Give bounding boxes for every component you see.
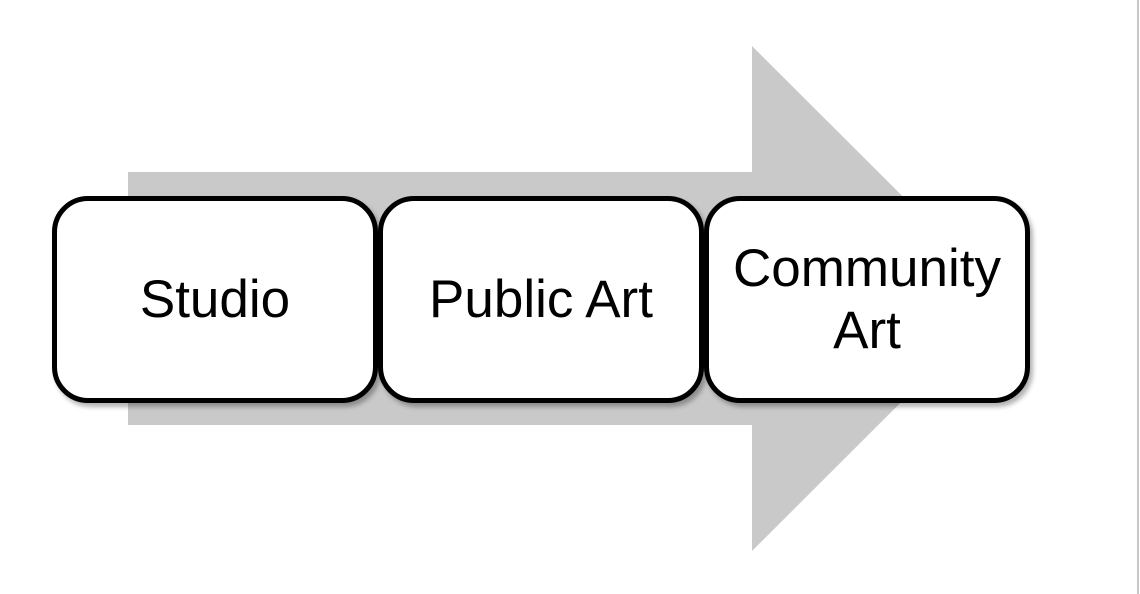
step-label: Public Art — [429, 269, 653, 329]
step-label: Studio — [139, 269, 291, 329]
slide-right-edge-line — [1137, 0, 1139, 594]
step-box-studio: Studio — [52, 196, 378, 403]
step-box-community-art: Community Art — [704, 196, 1030, 403]
step-label: Community Art — [732, 239, 1001, 360]
step-box-public-art: Public Art — [378, 196, 704, 403]
